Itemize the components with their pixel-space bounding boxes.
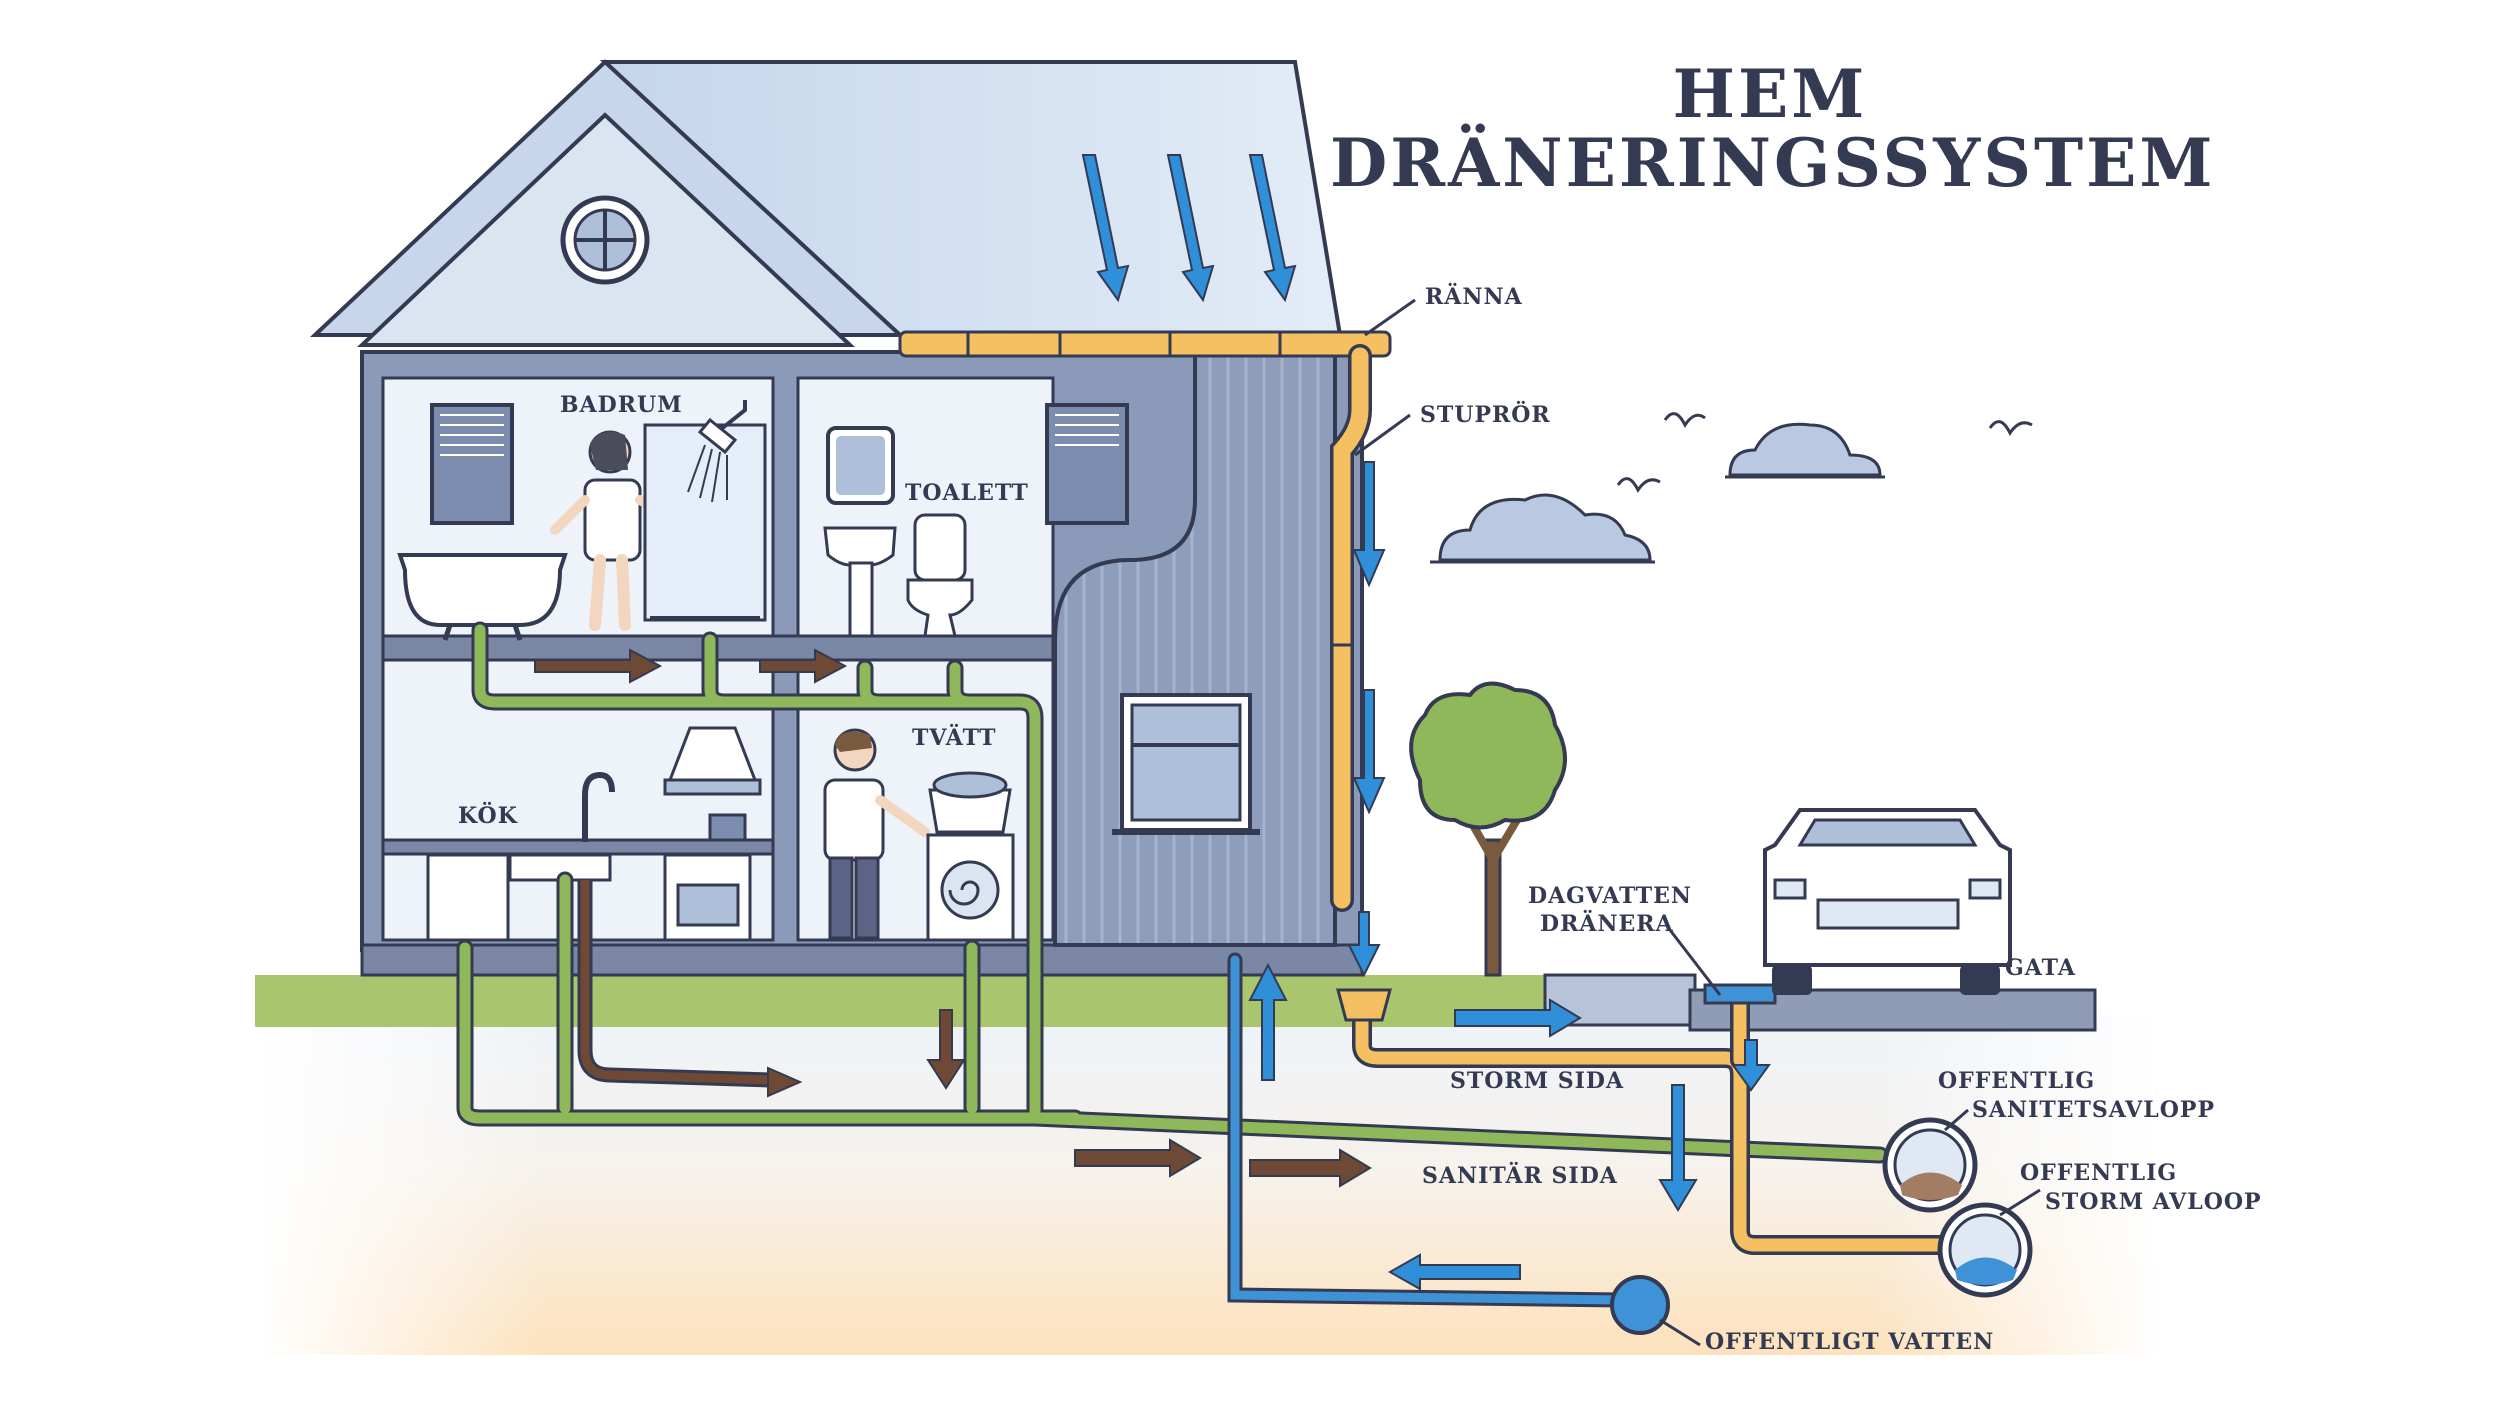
label-public-water: OFFENTLIGT VATTEN — [1705, 1329, 1995, 1355]
toilet-tank — [913, 513, 967, 582]
public-water-main — [1610, 1275, 1670, 1335]
label-sanitary-side: SANITÄR SIDA — [1422, 1163, 1618, 1189]
label-kitchen: KÖK — [458, 803, 518, 829]
downpipe-arrows — [1347, 461, 1386, 978]
label-gutter: RÄNNA — [1425, 284, 1523, 310]
toilet-bowl — [906, 578, 974, 638]
tree — [1409, 681, 1567, 977]
kitchen-faucet — [582, 771, 615, 842]
rain-arrows — [1081, 154, 1297, 303]
shower-head — [697, 417, 738, 455]
toilet-window — [1045, 403, 1129, 525]
label-public-sanitary-line-1: OFFENTLIG — [1938, 1068, 2096, 1094]
storm-drain-grate — [1336, 988, 1392, 1022]
label-public-storm-line-2: STORM AVLOOP — [2045, 1189, 2262, 1215]
label-storm-drain-line-1: DAGVATTEN — [1528, 883, 1692, 909]
storm-pipes — [1352, 990, 1970, 1255]
birds — [1616, 412, 2033, 493]
title-line-1: HEM — [1672, 55, 1868, 133]
shower-glass — [643, 423, 767, 622]
public-sanitary-sewer — [1882, 1117, 1978, 1213]
water-flow-arrows — [1248, 962, 1771, 1291]
gutter — [898, 330, 1392, 358]
label-public-storm-line-1: OFFENTLIG — [2020, 1160, 2178, 1186]
car — [1763, 808, 2012, 995]
label-bathroom: BADRUM — [560, 392, 683, 418]
label-leaders — [1354, 298, 2041, 1347]
label-public-sanitary-line-2: SANITETSAVLOPP — [1972, 1097, 2216, 1123]
woman-in-towel — [550, 430, 685, 631]
title-line-2: DRÄNERINGSSYSTEM — [1330, 124, 2216, 203]
waste-flow-arrows — [534, 648, 1372, 1188]
cooking-pot — [708, 813, 747, 842]
bathroom-window — [430, 403, 514, 525]
clouds — [1430, 422, 1885, 564]
bathtub — [397, 553, 568, 627]
sink — [823, 526, 897, 567]
label-storm-drain-line-2: DRÄNERA — [1540, 911, 1674, 937]
man-doing-laundry — [823, 728, 930, 940]
label-storm-side: STORM SIDA — [1450, 1068, 1625, 1094]
page-title: HEM DRÄNERINGSSYSTEM — [1330, 55, 2216, 203]
kitchen-counter — [381, 838, 775, 856]
label-toilet: TOALETT — [905, 480, 1029, 506]
label-downpipe: STUPRÖR — [1420, 402, 1551, 428]
water-supply-pipe — [1227, 952, 1628, 1308]
label-laundry: TVÄTT — [912, 725, 997, 751]
label-street: GATA — [2005, 955, 2076, 981]
public-storm-sewer — [1937, 1202, 2033, 1298]
